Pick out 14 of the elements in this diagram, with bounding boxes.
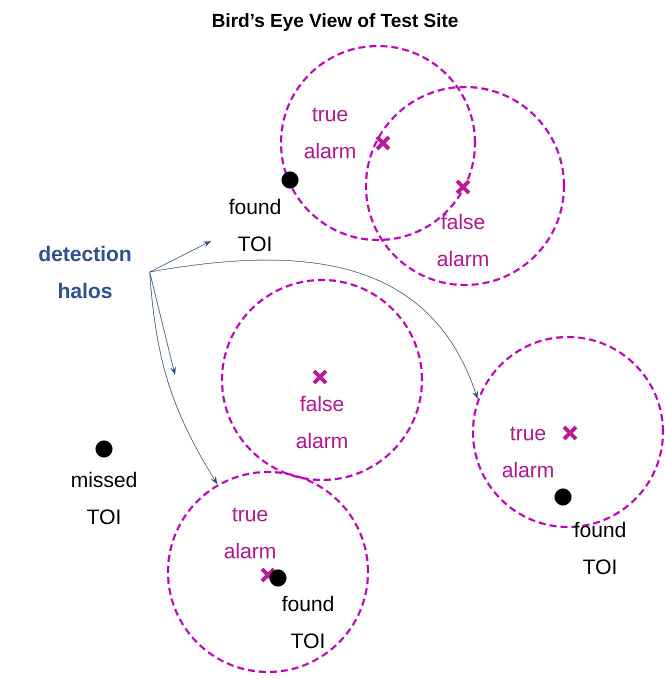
alarm-label: false alarm — [438, 214, 488, 266]
toi-label: found TOI — [574, 522, 625, 574]
alarm-label: true alarm — [304, 108, 355, 158]
toi-label: found TOI — [229, 198, 280, 252]
toi-label: found TOI — [282, 596, 333, 648]
toi-label: missed TOI — [72, 472, 136, 524]
detection-halo — [364, 86, 566, 286]
callout-text: detection halos — [39, 246, 130, 298]
alarm-label: false alarm — [296, 396, 347, 448]
alarm-label: true alarm — [502, 426, 553, 478]
alarm-label: true alarm — [224, 508, 275, 558]
title: Bird’s Eye View of Test Site — [212, 13, 458, 31]
detection-halo — [166, 470, 370, 674]
detection-halo — [220, 278, 424, 482]
